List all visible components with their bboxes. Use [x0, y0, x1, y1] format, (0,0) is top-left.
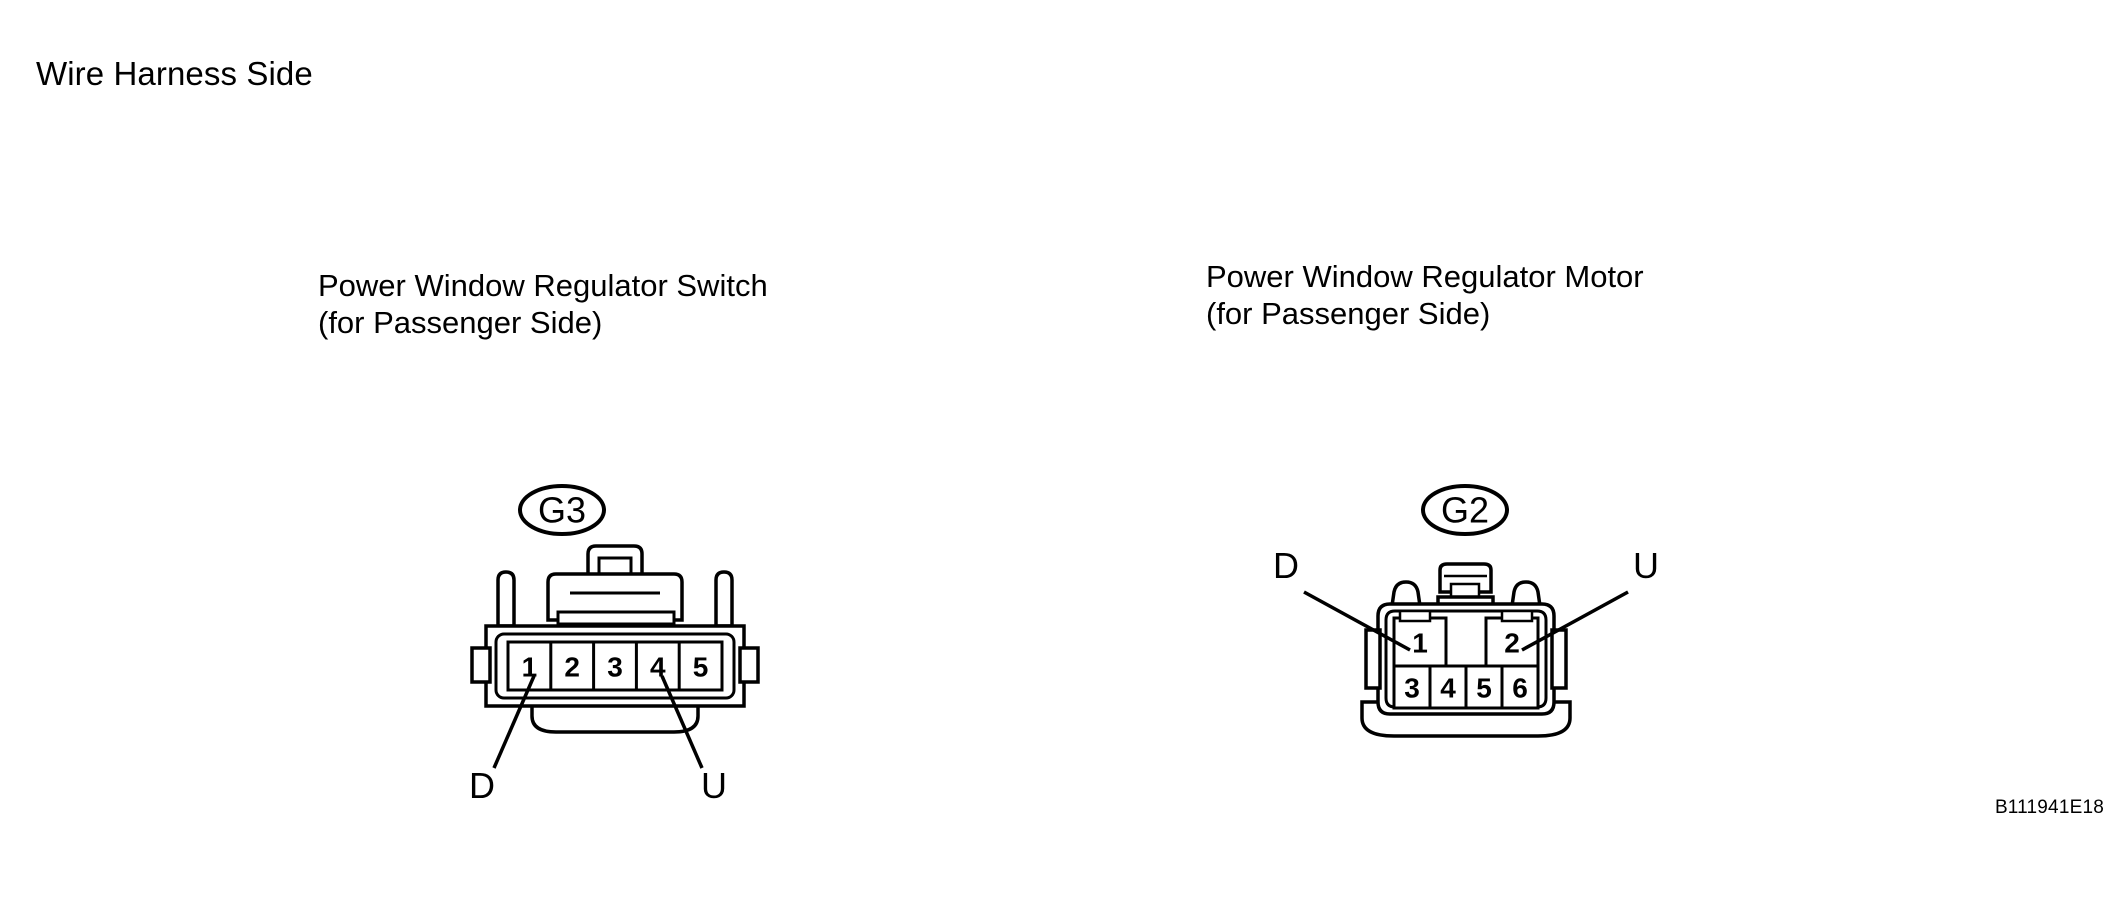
locking-ear-left	[470, 646, 492, 684]
locking-ear-right	[738, 646, 760, 684]
locking-ears	[470, 646, 760, 684]
callout-u-g3: U	[660, 675, 727, 806]
callout-leader-line	[1521, 590, 1629, 652]
badge-oval-outline	[1421, 484, 1509, 536]
callout-label-u: U	[1633, 545, 1659, 586]
connector-figure-g2: G2	[1270, 470, 1690, 770]
upper-rail	[556, 610, 676, 626]
callout-leader-line	[1303, 590, 1411, 652]
callout-u-g2: U	[1521, 545, 1659, 652]
callout-label-d: D	[1273, 545, 1299, 586]
terminal-number: 4	[650, 652, 666, 683]
guide-post-right	[714, 570, 734, 628]
terminal-grid-g3: 1 2 3 4 5	[506, 640, 724, 692]
reference-code: B111941E18	[1994, 797, 2104, 818]
terminal-number: 1	[522, 652, 538, 683]
terminal-number: 5	[1476, 673, 1492, 704]
cavity-notch-left	[1398, 609, 1432, 623]
callout-label-u: U	[701, 765, 727, 806]
connector-figure-g3: G3	[469, 480, 770, 810]
connector-drawing-g2: G2	[1273, 484, 1659, 738]
caption-line-2: (for Passenger Side)	[318, 304, 603, 340]
callout-leader-line	[492, 675, 536, 769]
terminal-number: 3	[1404, 673, 1420, 704]
callout-leader-line	[660, 675, 704, 769]
guide-post-left	[496, 570, 516, 628]
locking-ear-left	[1364, 628, 1382, 690]
latch-tab	[1438, 562, 1493, 599]
page-title: Wire Harness Side	[36, 55, 313, 92]
terminal-number: 3	[607, 652, 623, 683]
terminal-number: 5	[693, 652, 709, 683]
callout-d-g2: D	[1273, 545, 1411, 652]
guide-posts	[496, 570, 734, 628]
terminal-number: 1	[1412, 628, 1428, 659]
shoulder-outline	[546, 572, 684, 622]
callout-d-g3: D	[469, 675, 536, 806]
terminal-row-1	[506, 640, 724, 692]
connector-badge-g3: G3	[518, 484, 606, 536]
terminal-number: 2	[564, 652, 580, 683]
terminal-number: 4	[1440, 673, 1456, 704]
connector-caption-switch: Power Window Regulator Switch (for Passe…	[318, 268, 768, 341]
callout-label-d: D	[469, 765, 495, 806]
badge-label: G3	[538, 490, 586, 531]
terminal-number: 2	[1504, 628, 1520, 659]
caption-line-1: Power Window Regulator Motor	[1206, 259, 1644, 294]
connector-shoulder	[546, 572, 684, 622]
cavity-notch-right	[1500, 609, 1534, 623]
badge-label: G2	[1441, 490, 1489, 531]
terminal-number: 6	[1512, 673, 1528, 704]
connector-caption-motor: Power Window Regulator Motor (for Passen…	[1206, 259, 1644, 332]
caption-line-2: (for Passenger Side)	[1206, 295, 1491, 331]
badge-oval-outline	[518, 484, 606, 536]
latch-tab	[586, 544, 644, 580]
connector-badge-g2: G2	[1421, 484, 1509, 536]
caption-line-1: Power Window Regulator Switch	[318, 268, 768, 303]
locking-ear-right	[1550, 628, 1568, 690]
connector-drawing-g3: G3	[469, 484, 760, 806]
latch-tab-window	[1449, 582, 1481, 599]
